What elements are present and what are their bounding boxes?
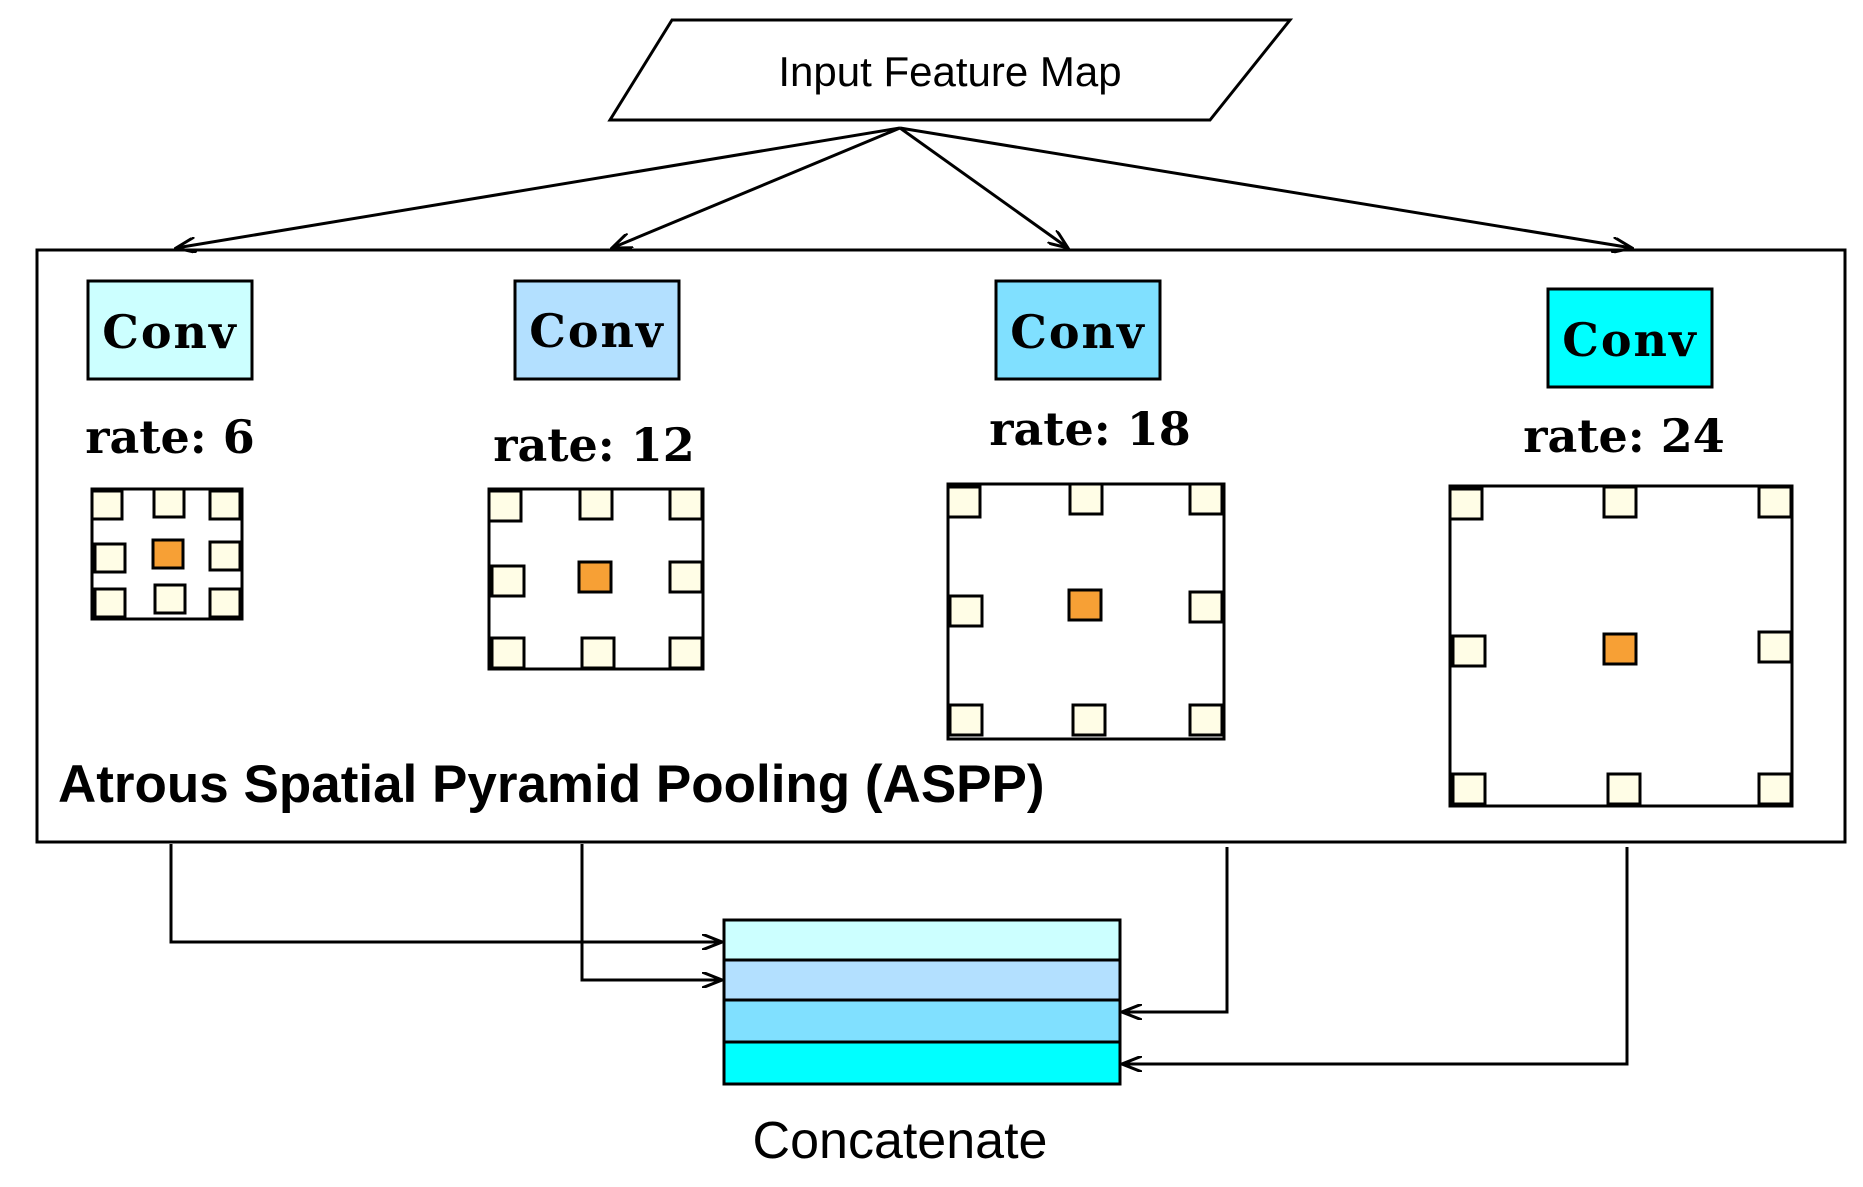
branch-rate-18: Conv rate: 18 [946, 279, 1226, 741]
branch-rate-24: Conv rate: 24 [1448, 287, 1794, 808]
rate-label-2: rate: 12 [493, 418, 695, 472]
conv-label-3: Conv [1010, 305, 1145, 359]
output-arrow-4 [1122, 847, 1629, 1064]
rate-label-3: rate: 18 [989, 402, 1191, 456]
concat-layer-1 [722, 918, 1122, 962]
conv-box-2 [513, 279, 681, 381]
branch-rate-6: Conv rate: 6 [85, 279, 255, 621]
output-arrow-2 [580, 844, 722, 980]
concatenate-stack [722, 918, 1122, 1086]
conv-box-3 [994, 279, 1162, 381]
branch-rate-12: Conv rate: 12 [487, 279, 705, 671]
concat-layer-2 [722, 958, 1122, 1002]
conv-label-2: Conv [529, 304, 664, 358]
concat-layer-3 [722, 998, 1122, 1044]
rate-label-4: rate: 24 [1523, 409, 1725, 463]
rate-label-1: rate: 6 [85, 410, 255, 464]
arrow-to-branch-4 [899, 126, 1632, 248]
kernel-grid-1 [90, 487, 244, 621]
arrow-to-branch-3 [899, 126, 1068, 248]
aspp-label: Atrous Spatial Pyramid Pooling (ASPP) [58, 755, 1045, 814]
input-arrows [176, 126, 1632, 248]
input-feature-map-label: Input Feature Map [778, 48, 1121, 95]
input-feature-map-node: Input Feature Map [607, 18, 1294, 122]
output-arrows [169, 844, 1629, 1064]
output-arrow-1 [169, 844, 722, 942]
concat-layer-4 [722, 1040, 1122, 1086]
arrow-to-branch-2 [612, 126, 901, 248]
concatenate-label: Concatenate [753, 1112, 1048, 1170]
conv-box-1 [86, 279, 254, 381]
output-arrow-3 [1122, 847, 1229, 1012]
kernel-grid-4 [1448, 484, 1794, 808]
kernel-grid-3 [946, 482, 1226, 741]
conv-label-4: Conv [1562, 313, 1697, 367]
arrow-to-branch-1 [176, 126, 901, 248]
conv-box-4 [1546, 287, 1714, 389]
conv-label-1: Conv [102, 305, 237, 359]
kernel-grid-2 [487, 487, 705, 671]
aspp-container [35, 248, 1847, 844]
